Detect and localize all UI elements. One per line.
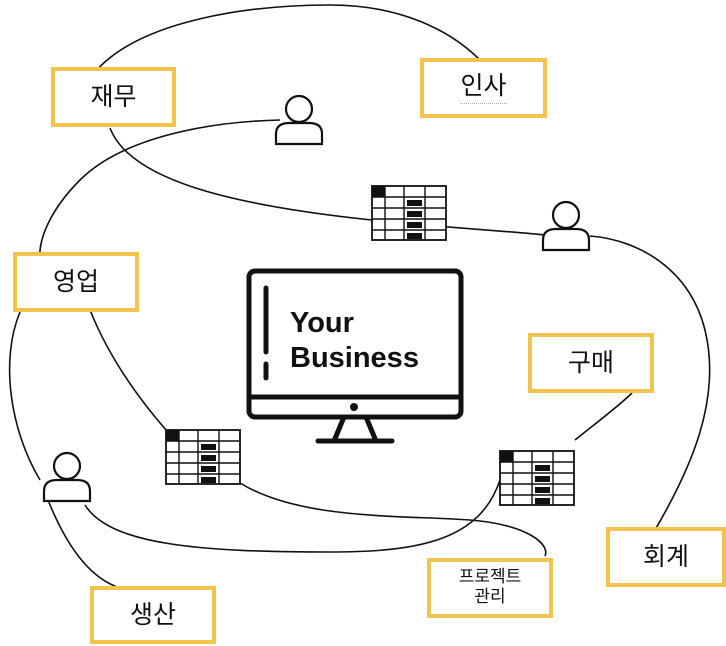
node-hr-label: 인사 xyxy=(460,71,507,104)
node-finance: 재무 xyxy=(51,67,176,127)
node-purchasing: 구매 xyxy=(528,333,654,393)
center-title-line1: Your xyxy=(290,307,354,339)
node-accounting-label: 회계 xyxy=(642,541,689,571)
node-sales-label: 영업 xyxy=(52,266,99,296)
monitor-icon xyxy=(246,268,464,444)
node-accounting: 회계 xyxy=(606,527,726,587)
spreadsheet-icon xyxy=(499,450,575,506)
node-project-label-line2: 관리 xyxy=(474,587,506,607)
person-icon xyxy=(274,94,324,146)
node-finance-label: 재무 xyxy=(90,81,137,111)
node-production: 생산 xyxy=(90,586,216,644)
node-project-management: 프로젝트 관리 xyxy=(427,558,553,618)
center-title-line2: Business xyxy=(290,342,419,375)
node-hr: 인사 xyxy=(420,58,547,118)
person-icon xyxy=(42,451,92,503)
person-icon xyxy=(541,200,591,252)
node-sales: 영업 xyxy=(13,252,139,312)
center-title: Your Business xyxy=(290,306,419,377)
spreadsheet-icon xyxy=(371,185,447,241)
node-purchasing-label: 구매 xyxy=(567,347,614,377)
spreadsheet-icon xyxy=(165,429,241,485)
node-production-label: 생산 xyxy=(129,599,176,629)
node-project-label-line1: 프로젝트 xyxy=(458,567,522,588)
connection-lines xyxy=(8,4,711,589)
